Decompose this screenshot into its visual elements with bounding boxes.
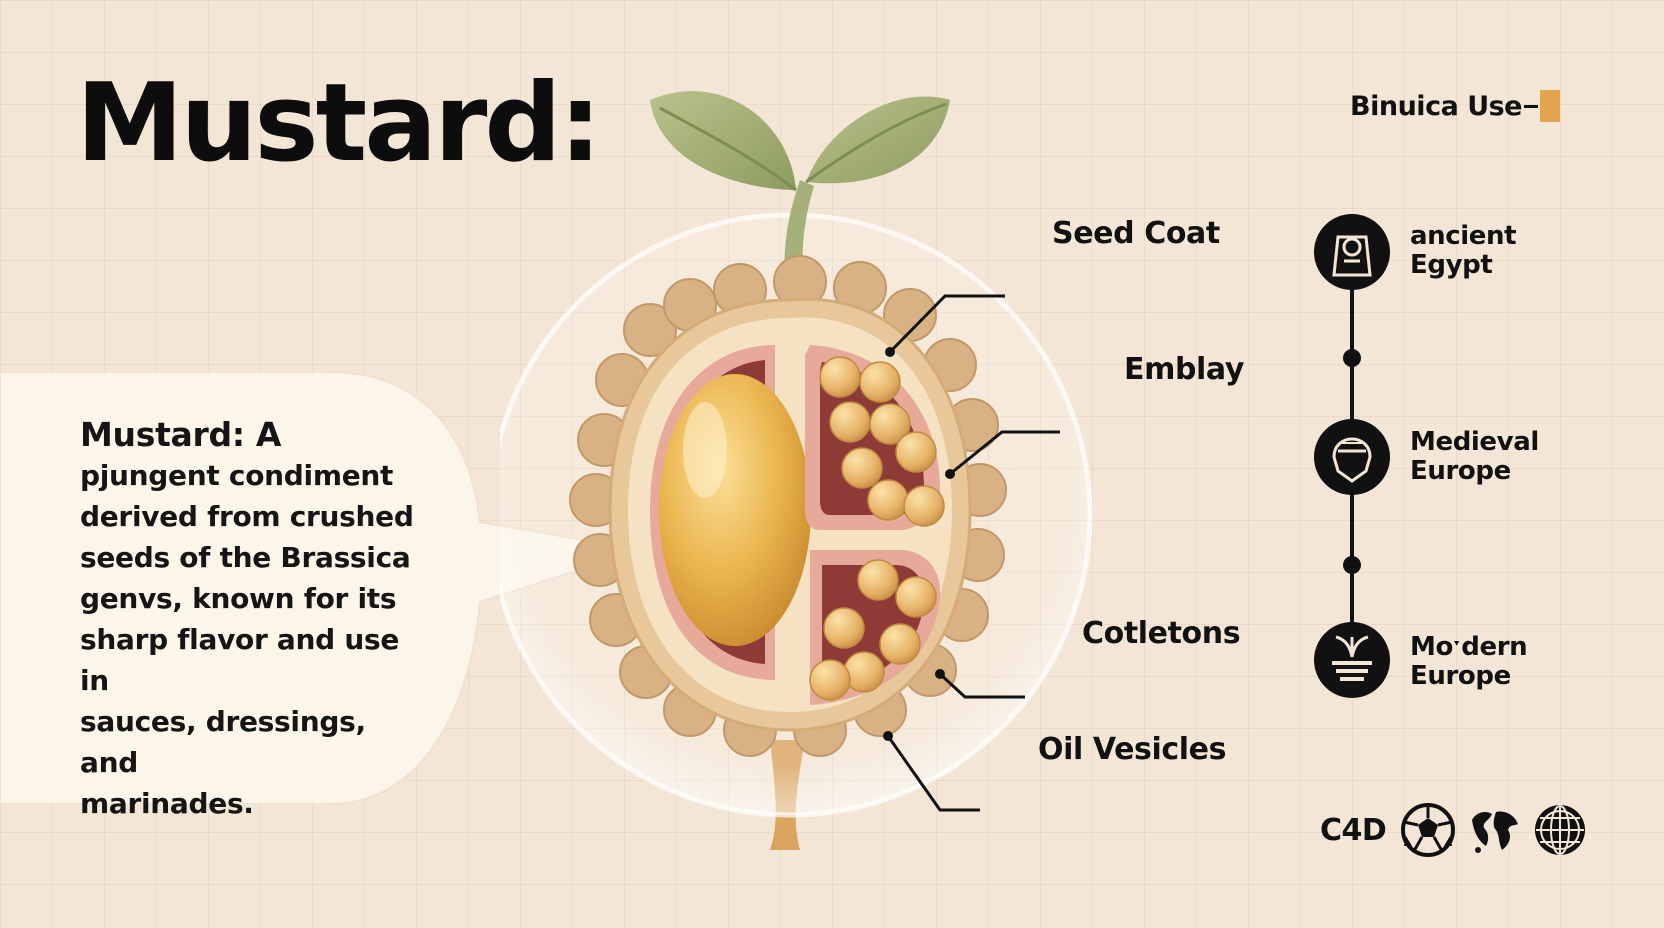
description-text: Mustard: A pjungent condiment derived fr… [80, 414, 420, 824]
page-title: Mustard: [76, 61, 602, 186]
description-callout [0, 372, 641, 804]
leader-cotletons [938, 672, 1025, 699]
label-oil-vesicles: Oil Vesicles [1038, 732, 1227, 767]
description-line: seeds of the Brassica [80, 541, 411, 574]
footer-label: C4D [1320, 812, 1387, 848]
grid-globe-icon [1535, 805, 1586, 855]
timeline-item-ancient-egypt: ancient Egypt [1410, 222, 1630, 280]
timeline-item-modern-europe: Moˑdern Europe [1410, 633, 1630, 691]
leader-seed-coat [888, 294, 1005, 354]
plant-bowl-icon [1314, 622, 1390, 698]
timeline-label: Egypt [1410, 250, 1493, 280]
badge-label: Binuica Use [1350, 90, 1522, 122]
history-timeline [1314, 214, 1390, 698]
timeline-label: Medieval [1410, 427, 1539, 457]
timeline-label: ancient [1410, 221, 1517, 251]
badge-accent-square [1540, 90, 1560, 122]
world-map-globe-icon [1472, 811, 1519, 853]
helmet-icon [1314, 419, 1390, 495]
timeline-label: Moˑdern [1410, 632, 1528, 662]
soccer-globe-icon [1401, 803, 1456, 857]
description-line: marinades. [80, 787, 254, 820]
timeline-item-medieval-europe: Medieval Europe [1410, 428, 1630, 486]
description-heading: Mustard: A [80, 415, 282, 454]
timeline-label: Europe [1410, 661, 1511, 691]
description-line: pjungent condiment [80, 459, 394, 492]
embryo [659, 374, 811, 646]
description-line: genvs, known for its [80, 582, 397, 615]
timeline-label: Europe [1410, 456, 1511, 486]
leader-emblay [949, 430, 1060, 476]
label-seed-coat: Seed Coat [1052, 216, 1220, 251]
footer-bar: C4D [1320, 800, 1588, 860]
seed-cross-section [500, 91, 1093, 850]
description-line: sauces, dressings, and [80, 705, 366, 779]
pharaoh-icon [1314, 214, 1390, 290]
description-line: derived from crushed [80, 500, 414, 533]
label-emblay: Emblay [1124, 352, 1244, 387]
leader-oil-vesicles [886, 735, 980, 812]
label-cotletons: Cotletons [1082, 616, 1241, 651]
badge-dash [1524, 104, 1538, 108]
description-line: sharp flavor and use in [80, 623, 400, 697]
usage-badge: Binuica Use [1350, 90, 1560, 122]
